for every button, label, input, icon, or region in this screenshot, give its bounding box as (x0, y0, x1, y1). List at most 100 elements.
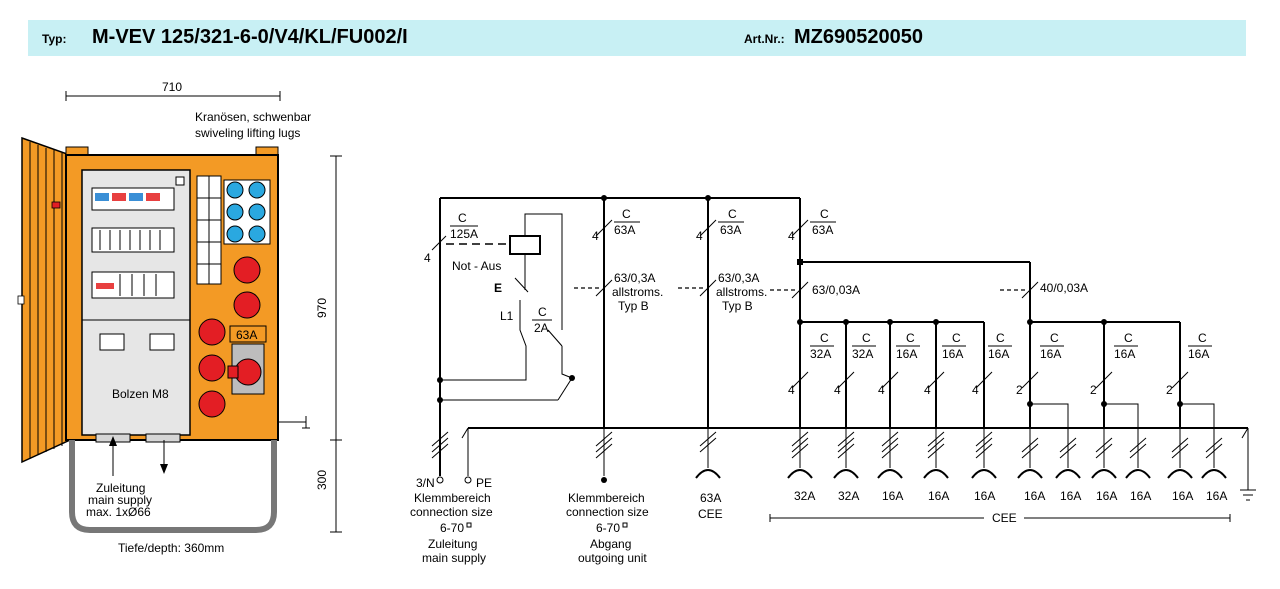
svg-text:63A: 63A (812, 223, 833, 237)
svg-text:4: 4 (788, 383, 795, 397)
svg-text:Klemmbereich: Klemmbereich (568, 491, 645, 505)
sub-breakers-4pole: C 32A C 32A C 16A C 16A C 16A 4 4 4 4 4 (788, 319, 1012, 428)
outlet-sockets: 32A 32A 16A 16A (787, 428, 1227, 503)
l1-label: L1 (500, 309, 514, 323)
svg-text:C: C (1050, 331, 1059, 345)
svg-text:16A: 16A (1096, 489, 1117, 503)
svg-text:2: 2 (1166, 383, 1173, 397)
svg-text:connection size: connection size (566, 505, 649, 519)
socket-5: 16A (971, 428, 997, 503)
branch-2: 4 C 63A 63/0,3A allstroms. Typ B (678, 195, 767, 428)
svg-text:32A: 32A (794, 489, 815, 503)
socket-11: 16A (1201, 428, 1227, 503)
sub-breakers-2pole: C 16A C 16A C 16A 2 2 2 (1016, 319, 1215, 428)
svg-text:2: 2 (1090, 383, 1097, 397)
svg-text:4: 4 (924, 383, 931, 397)
bolt-label: Bolzen M8 (112, 387, 169, 401)
feed-label-de: Zuleitung (96, 481, 145, 495)
feed-label-en: main supply (88, 493, 152, 507)
svg-text:Klemmbereich: Klemmbereich (414, 491, 491, 505)
svg-text:32A: 32A (852, 347, 873, 361)
cabinet-drawing: 710 Kranösen, schwenbar swiveling liftin… (17, 80, 342, 555)
svg-text:4: 4 (878, 383, 885, 397)
input-pe: PE (476, 476, 492, 490)
svg-text:63A: 63A (614, 223, 635, 237)
rcd-40-label: 40/0,03A (1040, 281, 1088, 295)
ctrl-breaker-c: C (538, 305, 547, 319)
svg-text:16A: 16A (988, 347, 1009, 361)
svg-text:16A: 16A (1188, 347, 1209, 361)
svg-text:16A: 16A (1024, 489, 1045, 503)
svg-text:4: 4 (834, 383, 841, 397)
svg-text:16A: 16A (1114, 347, 1135, 361)
emergency-label: Not - Aus (452, 259, 501, 273)
lugs-label-en: swiveling lifting lugs (195, 126, 300, 140)
svg-text:16A: 16A (1130, 489, 1151, 503)
lugs-label-de: Kranösen, schwenbar (195, 110, 311, 124)
input-3n: 3/N (416, 476, 435, 490)
svg-text:C: C (622, 207, 631, 221)
art-label: Art.Nr.: (744, 32, 785, 46)
svg-text:32A: 32A (810, 347, 831, 361)
svg-text:4: 4 (788, 229, 795, 243)
svg-text:32A: 32A (838, 489, 859, 503)
e-mark: E (494, 281, 502, 295)
art-value: MZ690520050 (794, 26, 923, 48)
svg-text:C: C (820, 207, 829, 221)
svg-text:C: C (996, 331, 1005, 345)
socket-63a-label: 63A (236, 328, 257, 342)
svg-text:C: C (728, 207, 737, 221)
svg-text:Abgang: Abgang (590, 537, 631, 551)
circuit-schematic: C 125A 4 Not - Aus E L1 C 2A 4 C (410, 195, 1256, 565)
svg-text:C: C (820, 331, 829, 345)
branch-1: 4 C 63A 63/0,3A allstroms. Typ B (574, 195, 663, 428)
svg-text:16A: 16A (1172, 489, 1193, 503)
socket-7: 16A (1055, 428, 1081, 503)
svg-text:6-70: 6-70 (596, 521, 620, 535)
width-dimension: 710 (162, 80, 182, 94)
svg-text:16A: 16A (1206, 489, 1227, 503)
main-breaker-rating: 125A (450, 227, 478, 241)
cee63-rating: 63A (700, 491, 721, 505)
svg-text:C: C (1198, 331, 1207, 345)
svg-text:4: 4 (972, 383, 979, 397)
svg-text:63A: 63A (720, 223, 741, 237)
svg-text:63/0,03A: 63/0,03A (812, 283, 860, 297)
height-dimension-bottom: 300 (315, 470, 329, 490)
socket-1: 32A (787, 428, 815, 503)
socket-8: 16A (1091, 428, 1117, 503)
svg-text:allstroms.: allstroms. (612, 285, 663, 299)
svg-text:16A: 16A (1060, 489, 1081, 503)
svg-text:6-70: 6-70 (440, 521, 464, 535)
svg-text:C: C (862, 331, 871, 345)
cee63-type: CEE (698, 507, 723, 521)
socket-3: 16A (877, 428, 903, 503)
socket-4: 16A (923, 428, 949, 503)
socket-6: 16A (1017, 428, 1045, 503)
svg-text:C: C (952, 331, 961, 345)
svg-text:allstroms.: allstroms. (716, 285, 767, 299)
svg-text:16A: 16A (974, 489, 995, 503)
ctrl-breaker-rating: 2A (534, 321, 549, 335)
svg-text:4: 4 (592, 229, 599, 243)
svg-text:main supply: main supply (422, 551, 486, 565)
feed-max-label: max. 1xØ66 (86, 505, 151, 519)
type-label: Typ: (42, 32, 67, 46)
svg-text:Typ B: Typ B (722, 299, 753, 313)
svg-text:Zuleitung: Zuleitung (428, 537, 477, 551)
header-bar: Typ: M-VEV 125/321-6-0/V4/KL/FU002/I Art… (28, 20, 1246, 56)
svg-text:63/0,3A: 63/0,3A (614, 271, 655, 285)
socket-10: 16A (1167, 428, 1193, 503)
type-value: M-VEV 125/321-6-0/V4/KL/FU002/I (92, 26, 408, 48)
svg-text:16A: 16A (896, 347, 917, 361)
svg-text:2: 2 (1016, 383, 1023, 397)
svg-text:C: C (906, 331, 915, 345)
branch-3: 4 C 63A 63/0,03A 40/0,03A (770, 198, 1180, 323)
height-dimension-top: 970 (315, 298, 329, 318)
main-breaker-poles: 4 (424, 251, 431, 265)
socket-2: 32A (833, 428, 859, 503)
svg-text:connection size: connection size (410, 505, 493, 519)
cee-bracket-label: CEE (992, 511, 1017, 525)
svg-text:63/0,3A: 63/0,3A (718, 271, 759, 285)
